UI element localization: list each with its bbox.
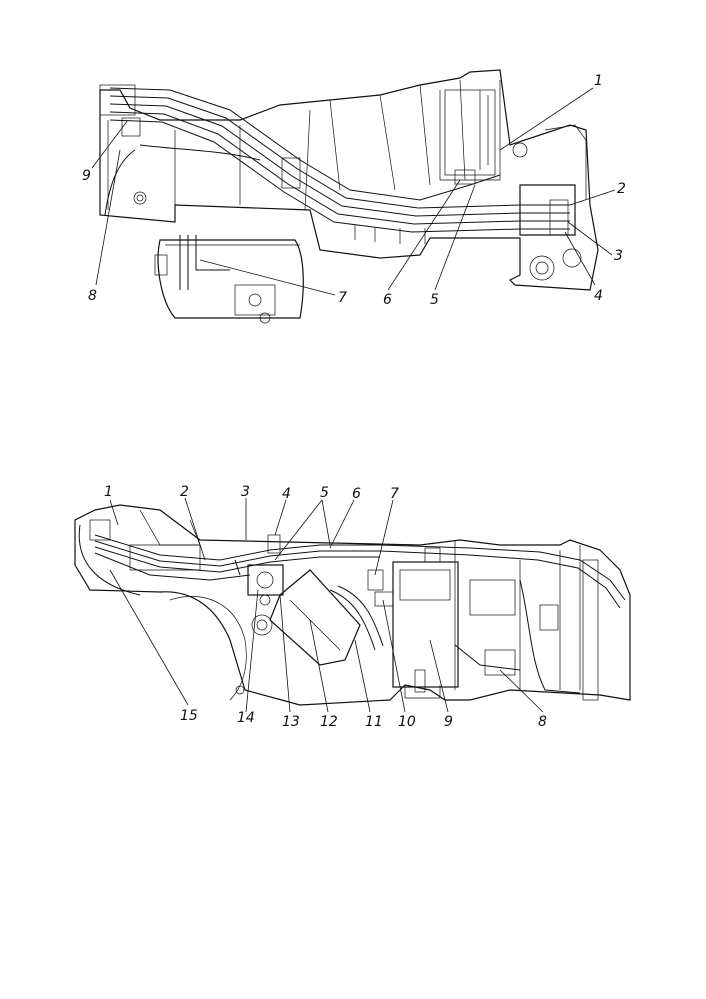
- callout-top-1: 1: [594, 73, 603, 89]
- callout-bottom-5: 5: [320, 485, 329, 501]
- callout-bottom-4: 4: [282, 486, 291, 502]
- callout-bottom-15: 15: [180, 708, 198, 724]
- callout-top-3: 3: [614, 248, 623, 264]
- callout-top-6: 6: [383, 292, 392, 308]
- callout-bottom-9: 9: [444, 714, 453, 730]
- bottom-assembly-drawing: [74, 497, 631, 713]
- callout-bottom-13: 13: [282, 714, 300, 730]
- callout-bottom-11: 11: [365, 714, 383, 730]
- callout-bottom-12: 12: [320, 714, 338, 730]
- callout-bottom-14: 14: [237, 710, 255, 726]
- callout-bottom-10: 10: [398, 714, 416, 730]
- tank: [392, 561, 459, 688]
- callout-top-9: 9: [82, 168, 91, 184]
- callout-bottom-8: 8: [538, 714, 547, 730]
- callout-bottom-2: 2: [180, 484, 189, 500]
- callout-bottom-3: 3: [241, 484, 250, 500]
- callout-top-2: 2: [617, 181, 626, 197]
- callout-top-8: 8: [88, 288, 97, 304]
- top-assembly-drawing: [91, 69, 616, 324]
- callout-top-4: 4: [594, 288, 603, 304]
- callout-bottom-1: 1: [104, 484, 113, 500]
- callout-bottom-7: 7: [390, 486, 399, 502]
- callout-top-7: 7: [338, 290, 347, 306]
- callout-top-5: 5: [430, 292, 439, 308]
- callout-bottom-6: 6: [352, 486, 361, 502]
